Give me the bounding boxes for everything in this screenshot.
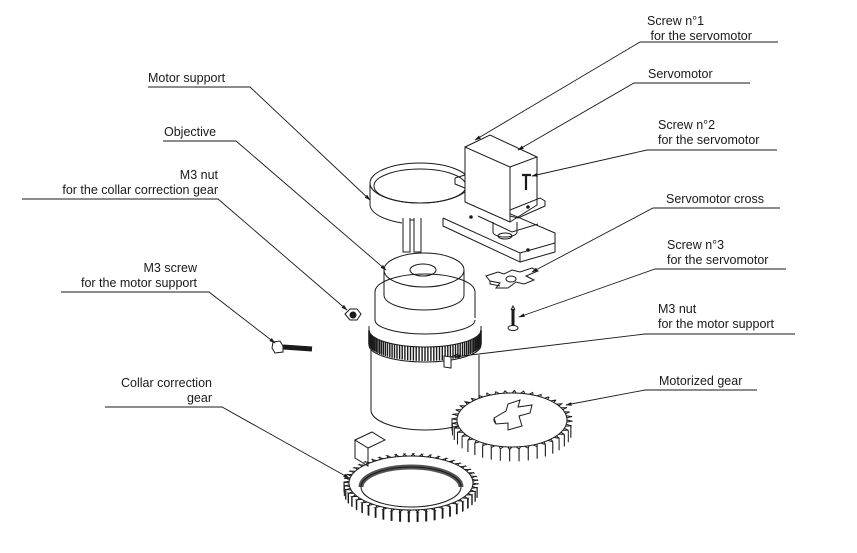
label-line: M3 screw [143, 261, 197, 275]
screw-3-part [507, 304, 519, 331]
servomotor-part [454, 134, 546, 240]
label-line: Screw n°3 [667, 238, 725, 252]
label-line: Collar correction [120, 376, 212, 390]
label-objective: Objective [164, 125, 216, 140]
label-line: for the servomotor [647, 29, 752, 43]
label-m3-screw-motor-support: M3 screw for the motor support [61, 261, 197, 291]
objective-part [368, 252, 482, 431]
label-line: for the motor support [658, 317, 775, 331]
label-screw-3: Screw n°3 for the servomotor [667, 238, 768, 268]
motorized-gear-part [451, 390, 573, 462]
label-screw-2: Screw n°2 for the servomotor [658, 118, 759, 148]
label-servomotor-cross: Servomotor cross [666, 192, 764, 207]
label-line: Servomotor cross [666, 192, 764, 206]
label-line: for the servomotor [658, 133, 760, 147]
label-line: Motor support [148, 71, 226, 85]
label-line: M3 nut [179, 168, 218, 182]
label-line: M3 nut [658, 302, 697, 316]
label-line: for the servomotor [667, 253, 769, 267]
label-screw-1: Screw n°1 for the servomotor [647, 14, 752, 44]
label-m3-nut-collar: M3 nut for the collar correction gear [22, 168, 218, 198]
servomotor-cross-part [485, 267, 540, 289]
label-line: for the motor support [80, 276, 197, 290]
label-motor-support: Motor support [148, 71, 225, 86]
motor-support-part [369, 162, 556, 263]
label-line: for the collar correction gear [62, 183, 218, 197]
leader-lines [22, 41, 795, 479]
label-line: Servomotor [648, 67, 713, 81]
label-line: Motorized gear [659, 374, 743, 388]
label-servomotor: Servomotor [648, 67, 713, 82]
label-motorized-gear: Motorized gear [659, 374, 742, 389]
label-line: Screw n°2 [658, 118, 716, 132]
m3-screw-part [271, 340, 313, 354]
label-line: Screw n°1 [647, 14, 705, 28]
collar-correction-gear-part [343, 431, 479, 523]
label-collar-correction-gear: Collar correction gear [100, 376, 212, 406]
label-m3-nut-motor-support: M3 nut for the motor support [658, 302, 774, 332]
m3-nut-collar-part [344, 308, 362, 321]
label-line: gear [186, 391, 212, 405]
label-line: Objective [164, 125, 217, 139]
